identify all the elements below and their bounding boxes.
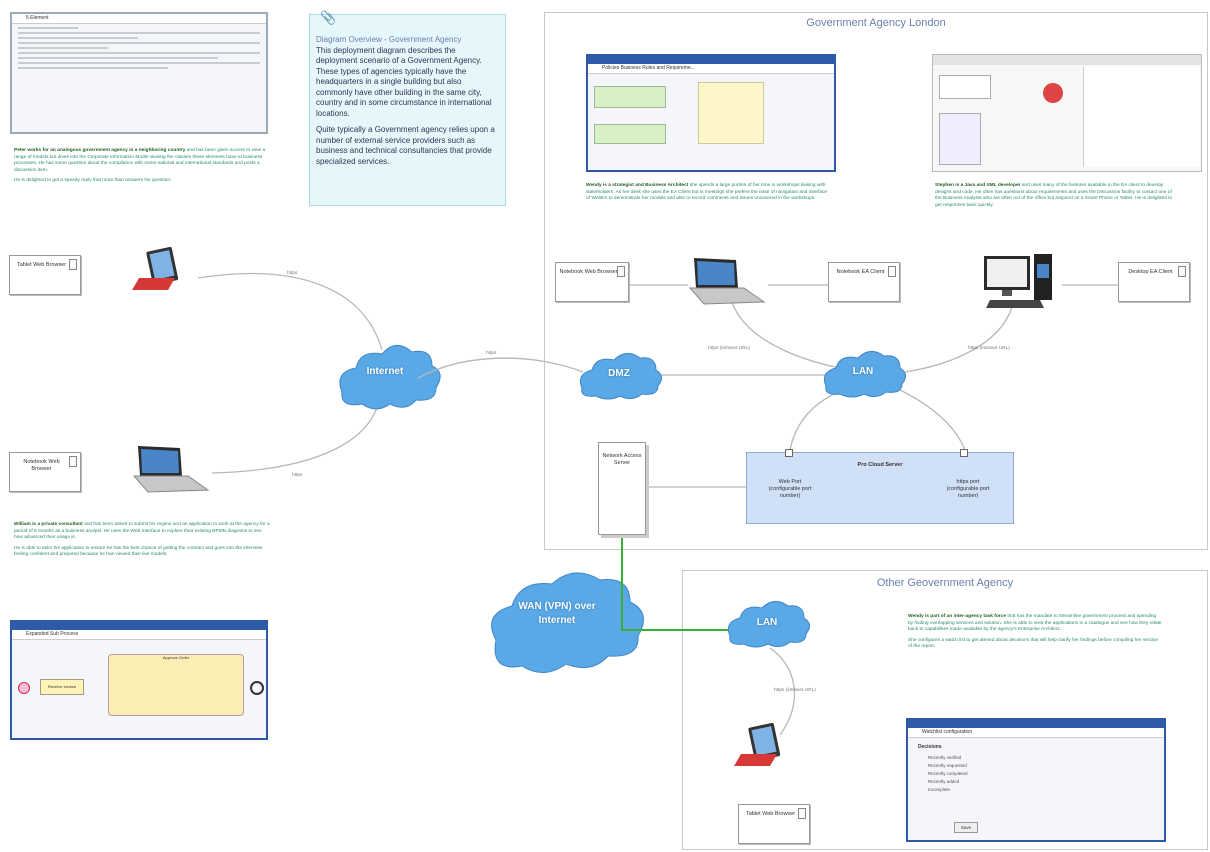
node-label: Notebook Web Browser — [559, 269, 618, 275]
link-notebook-internet — [211, 396, 381, 474]
caption-peter-text2: He is delighted to get a speedy reply th… — [14, 178, 172, 184]
screenshot-toolbar: Watchlist configuration — [908, 728, 1164, 738]
node-network-access-server[interactable]: Network Access Server — [598, 442, 646, 535]
node-desktop-ea-client[interactable]: Desktop EA Client — [1118, 262, 1190, 302]
edge-label-https-tablet: https — [287, 271, 298, 276]
node-notebook-web-browser-wendy[interactable]: Notebook Web Browser — [555, 262, 629, 302]
watchlist-rows: Recently verified Recently requested Rec… — [928, 754, 968, 794]
caption-wendy2-text: that has the mandate to streamline gover… — [908, 614, 1162, 633]
port-https[interactable] — [960, 449, 968, 457]
server-port-right-label: https port (configurable port number) — [946, 479, 990, 499]
watchlist-save-button[interactable]: Save — [954, 822, 978, 833]
note-paragraph-2: Quite typically a Government agency reli… — [316, 125, 495, 166]
node-notebook-ea-client[interactable]: Notebook EA Client — [828, 262, 900, 302]
bpmn-end-event — [250, 681, 264, 695]
frame-title-other: Other Geovernment Agency — [876, 577, 1014, 589]
frame-title-london: Government Agency London — [806, 17, 946, 29]
caption-william: William is a private consultant and has … — [14, 522, 270, 563]
component-icon — [69, 456, 77, 467]
node-label: Desktop EA Client — [1128, 269, 1173, 275]
watch-row: Recently verified — [928, 755, 962, 760]
bpmn-subprocess: Approve Order — [108, 654, 244, 716]
caption-wendy: Wendy is a strategist and Business Archi… — [586, 183, 832, 207]
screenshot-bpmn: Expanded Sub Process Receive Invoice App… — [10, 620, 268, 740]
screenshot-title: Policies Business Rules and Requireme... — [602, 65, 695, 71]
bpmn-task-receive-invoice: Receive Invoice — [40, 679, 84, 695]
edge-label-https-notebook: https — [292, 473, 303, 478]
watchlist-section: Decisions — [918, 744, 942, 750]
cloud-internet: Internet — [366, 366, 404, 377]
node-tablet-web-browser[interactable]: Tablet Web Browser — [9, 255, 81, 295]
node-notebook-web-browser-william[interactable]: Notebook Web Browser — [9, 452, 81, 492]
component-icon — [888, 266, 896, 277]
screenshot-stephen-ea — [932, 54, 1202, 172]
caption-stephen-bold: Stephen is a Java and XML developer — [935, 183, 1021, 188]
note-paragraph-1: This deployment diagram describes the de… — [316, 45, 492, 118]
caption-peter-text: and has been given access to view a rang… — [14, 148, 266, 173]
edge-label-intranet-wendy: https (intranet URL) — [708, 346, 750, 351]
screenshot-toolbar: Expanded Sub Process — [12, 630, 266, 640]
edge-label-intranet-other: https (intranet URL) — [774, 688, 816, 693]
cloud-wan: WAN (VPN) over Internet — [518, 601, 596, 626]
bpmn-subprocess-label: Approve Order — [162, 655, 190, 660]
port-web[interactable] — [785, 449, 793, 457]
caption-wendy-other: Wendy is part of an inter-agency task fo… — [908, 614, 1162, 655]
note-title: Diagram Overview - Government Agency — [316, 35, 462, 44]
screenshot-discussion: 5 Element — [10, 12, 268, 134]
component-icon — [1178, 266, 1186, 277]
caption-peter-bold: Peter works for an analogous government … — [14, 148, 186, 153]
node-tablet-web-browser-other[interactable]: Tablet Web Browser — [738, 804, 810, 844]
cloud-dmz: DMZ — [608, 368, 630, 379]
caption-peter: Peter works for an analogous government … — [14, 148, 270, 189]
caption-stephen: Stephen is a Java and XML developer and … — [935, 183, 1179, 213]
screenshot-title: Watchlist configuration — [922, 729, 973, 735]
caption-wendy2-text2: She configures a watch list to get alert… — [908, 637, 1159, 650]
caption-william-bold: William is a private consultant — [14, 522, 83, 527]
edge-label-https-dmz: https — [486, 351, 497, 356]
paperclip-icon: 📎 — [320, 10, 337, 25]
screenshot-title: Expanded Sub Process — [26, 631, 79, 637]
caption-stephen-text: and uses many of the features available … — [935, 183, 1173, 208]
caption-william-text2: He is able to tailor his application to … — [14, 545, 263, 558]
watch-row: Recently completed — [928, 771, 968, 776]
screenshot-wendy-diagram: Policies Business Rules and Requireme... — [586, 54, 836, 172]
screenshot-toolbar: Policies Business Rules and Requireme... — [588, 64, 834, 74]
laptop-icon — [132, 446, 210, 493]
pro-cloud-server[interactable]: Pro Cloud Server Web Port (configurable … — [746, 449, 1014, 524]
screenshot-watchlist: Watchlist configuration Decisions Recent… — [906, 718, 1166, 842]
cloud-lan-london: LAN — [852, 366, 874, 377]
component-icon — [69, 259, 77, 270]
server-title: Pro Cloud Server — [857, 462, 903, 468]
caption-wendy2-bold: Wendy is part of an inter-agency task fo… — [908, 614, 1007, 619]
node-label: Notebook Web Browser — [23, 459, 60, 472]
watch-row: Recently added — [928, 779, 960, 784]
edge-label-intranet-stephen: https (intranet URL) — [968, 346, 1010, 351]
node-label: Tablet Web Browser — [745, 811, 796, 817]
link-tablet-internet — [197, 272, 383, 351]
screenshot-toolbar: 5 Element — [12, 14, 266, 24]
node-label: Notebook EA Client — [836, 269, 885, 275]
caption-william-text: and has been asked to submit his regime … — [14, 522, 270, 541]
component-icon — [798, 808, 806, 819]
watch-row: Recently requested — [928, 763, 967, 768]
screenshot-title: 5 Element — [26, 15, 49, 21]
caption-wendy-text: she spends a large portion of her time i… — [586, 183, 828, 202]
bpmn-start-event — [18, 682, 30, 694]
diagram-overview-note: 📎 Diagram Overview - Government Agency T… — [309, 10, 506, 206]
tablet-icon — [132, 246, 179, 290]
internet-cloud-shape — [339, 345, 441, 410]
component-icon — [617, 266, 625, 277]
node-label: Tablet Web Browser — [16, 262, 67, 268]
cloud-lan-other: LAN — [756, 617, 778, 628]
server-port-left-label: Web Port (configurable port number) — [768, 479, 812, 499]
watch-row: Incomplete — [928, 787, 951, 792]
caption-wendy-bold: Wendy is a strategist and Business Archi… — [586, 183, 689, 188]
node-label: Network Access Server — [602, 453, 642, 466]
